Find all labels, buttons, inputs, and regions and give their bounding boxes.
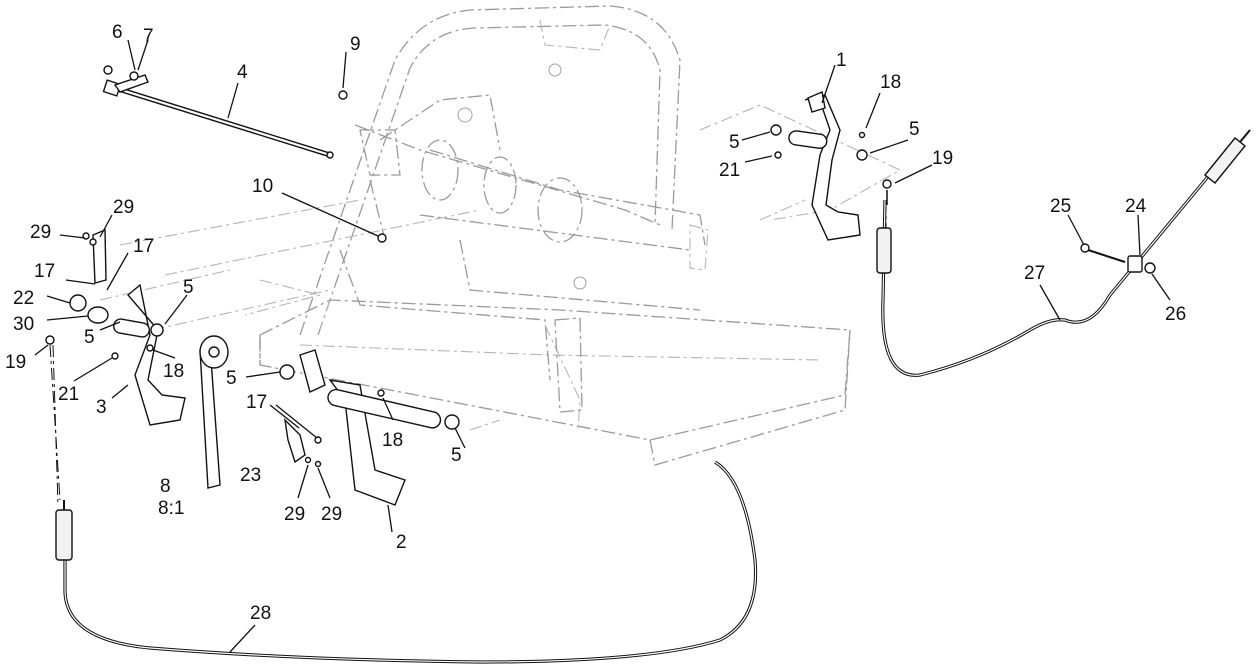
callout-25: 25 (1050, 196, 1071, 217)
callout-7: 7 (143, 26, 154, 47)
pedal-shaft-assembly (354, 124, 661, 243)
callout-3: 3 (96, 397, 107, 418)
callout-23: 23 (240, 465, 261, 486)
callout-29-a: 29 (113, 197, 134, 218)
switch-bracket (283, 418, 322, 468)
callout-5-a: 5 (183, 277, 194, 298)
callout-5-c: 5 (226, 368, 237, 389)
callout-18-c: 18 (382, 430, 403, 451)
nut-7 (129, 71, 139, 81)
callout-19-a: 19 (932, 148, 953, 169)
bolt-6 (103, 65, 113, 75)
callout-24: 24 (1125, 196, 1147, 217)
callout-29-b: 29 (30, 222, 51, 243)
callout-5-b: 5 (84, 327, 95, 348)
callout-17-c: 17 (246, 392, 267, 413)
cable-alignment-guide (52, 344, 59, 506)
deck-holes (457, 63, 587, 290)
callout-18-b: 18 (163, 361, 184, 382)
callout-29-c: 29 (284, 504, 305, 525)
pedal-2 (279, 349, 460, 506)
callout-9: 9 (350, 34, 361, 55)
callout-8-1: 8:1 (158, 498, 184, 519)
callout-17-a: 17 (133, 236, 154, 257)
callout-28: 28 (250, 603, 271, 624)
callout-19-b: 19 (5, 352, 26, 373)
callout-21-b: 21 (58, 384, 79, 405)
idler-arm-8 (199, 335, 229, 489)
callout-30: 30 (13, 314, 34, 335)
leader-lines (34, 39, 1171, 653)
callout-5-f: 5 (909, 119, 920, 140)
pedal-1 (770, 91, 868, 241)
callout-22: 22 (13, 288, 34, 309)
callout-26: 26 (1165, 304, 1186, 325)
callout-2: 2 (396, 532, 407, 553)
callout-5-e: 5 (729, 132, 740, 153)
chassis-frame (99, 5, 902, 466)
callout-27: 27 (1024, 263, 1045, 284)
cable-28 (45, 335, 758, 664)
rod-part (102, 74, 334, 159)
cable-27 (876, 129, 1251, 377)
callout-29-d: 29 (321, 504, 342, 525)
callout-18-a: 18 (880, 72, 901, 93)
callout-10: 10 (252, 176, 273, 197)
nut-9 (338, 90, 348, 100)
callout-8: 8 (160, 476, 171, 497)
callout-labels: 1 2 3 4 5 5 5 5 5 5 6 7 8 8:1 9 10 17 17… (5, 22, 1186, 624)
pedal-3 (69, 228, 186, 426)
callout-6: 6 (112, 22, 123, 43)
callout-17-b: 17 (34, 261, 55, 282)
callout-4: 4 (237, 62, 248, 83)
callout-1: 1 (836, 50, 847, 71)
callout-21-a: 21 (719, 160, 740, 181)
callout-5-d: 5 (451, 445, 462, 466)
